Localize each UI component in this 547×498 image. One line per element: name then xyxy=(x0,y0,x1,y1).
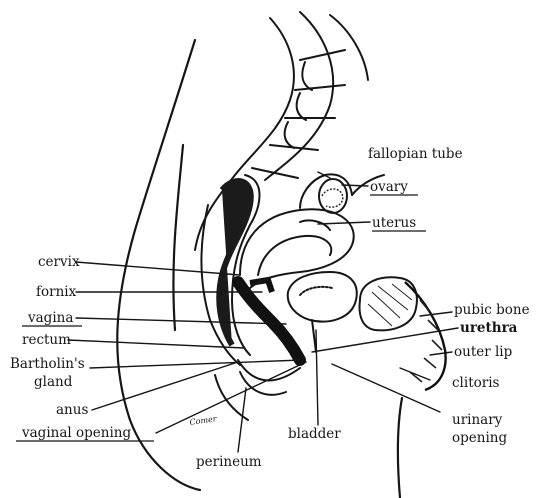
leader-anus xyxy=(92,362,238,410)
label-urinary-line2: opening xyxy=(452,430,507,446)
labels: fallopian tube ovary uterus cervix forni… xyxy=(10,146,530,470)
label-anus: anus xyxy=(56,402,88,418)
leader-pubic-bone xyxy=(420,312,452,316)
leader-urinary-opening xyxy=(332,364,440,412)
leader-ovary xyxy=(342,185,368,186)
label-ovary: ovary xyxy=(370,179,408,195)
label-fornix: fornix xyxy=(36,284,77,300)
label-clitoris: clitoris xyxy=(452,375,500,391)
label-bladder: bladder xyxy=(288,426,341,442)
ovary-shape xyxy=(319,179,347,213)
label-bartholins-line2: gland xyxy=(34,374,73,390)
uterus-shape xyxy=(240,209,354,288)
bladder-shape xyxy=(288,272,357,352)
label-rectum: rectum xyxy=(22,332,71,348)
label-pubic-bone: pubic bone xyxy=(454,302,530,318)
leader-rectum xyxy=(68,340,244,348)
rectum-shape xyxy=(202,175,260,365)
leader-urethra xyxy=(312,328,458,352)
label-uterus: uterus xyxy=(372,215,416,231)
leader-vaginal-opening xyxy=(156,362,306,433)
leader-outer-lip xyxy=(430,352,452,355)
leader-bladder xyxy=(316,330,318,425)
label-vaginal-opening: vaginal opening xyxy=(21,425,131,441)
label-outer-lip: outer lip xyxy=(454,344,512,360)
leader-clitoris xyxy=(400,368,430,380)
label-bartholins-line1: Bartholin's xyxy=(10,356,85,372)
leader-cervix xyxy=(76,262,240,275)
label-urinary-line1: urinary xyxy=(452,412,503,428)
label-urethra: urethra xyxy=(460,320,518,336)
leader-bartholins xyxy=(90,360,302,368)
label-fallopian-tube: fallopian tube xyxy=(368,146,463,162)
label-cervix: cervix xyxy=(38,254,80,270)
label-perineum: perineum xyxy=(196,454,262,470)
perineum-region xyxy=(215,360,300,420)
label-vagina: vagina xyxy=(27,310,73,326)
leader-vagina xyxy=(76,318,286,324)
leader-perineum xyxy=(238,388,246,452)
leader-uterus xyxy=(318,222,370,224)
